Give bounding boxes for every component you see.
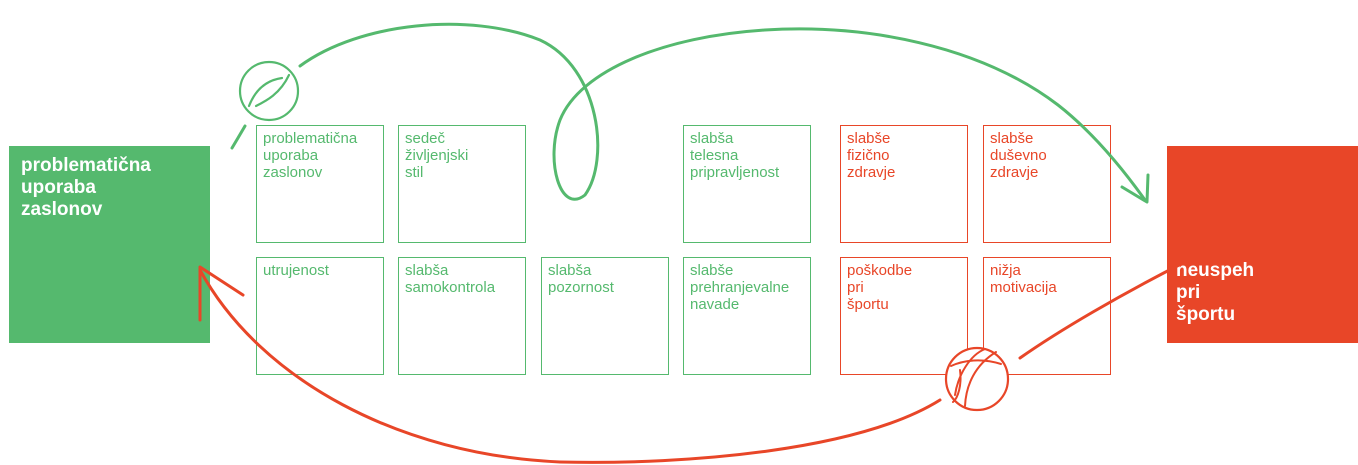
factor-box-mental-health: slabše duševno zdravje [983, 125, 1111, 243]
factor-box-attention: slabša pozornost [541, 257, 669, 375]
factor-box-motivation: nižja motivacija [983, 257, 1111, 375]
end-node: neuspeh pri športu [1167, 146, 1358, 343]
empty-slot [541, 125, 669, 243]
start-node: problematična uporaba zaslonov [9, 146, 210, 343]
factor-box-fatigue: utrujenost [256, 257, 384, 375]
factor-box-self-control: slabša samokontrola [398, 257, 526, 375]
tennis-ball-icon [238, 60, 300, 122]
green-arrowhead [1120, 173, 1150, 204]
factor-box-problematic-screen-use: problematična uporaba zaslonov [256, 125, 384, 243]
factor-box-sedentary-lifestyle: sedeč življenjski stil [398, 125, 526, 243]
factor-box-physical-health: slabše fizično zdravje [840, 125, 968, 243]
green-loop-arrow [230, 124, 247, 150]
factor-box-eating-habits: slabše prehranjevalne navade [683, 257, 811, 375]
factor-box-physical-fitness: slabša telesna pripravljenost [683, 125, 811, 243]
factor-box-sports-injuries: poškodbe pri športu [840, 257, 968, 375]
